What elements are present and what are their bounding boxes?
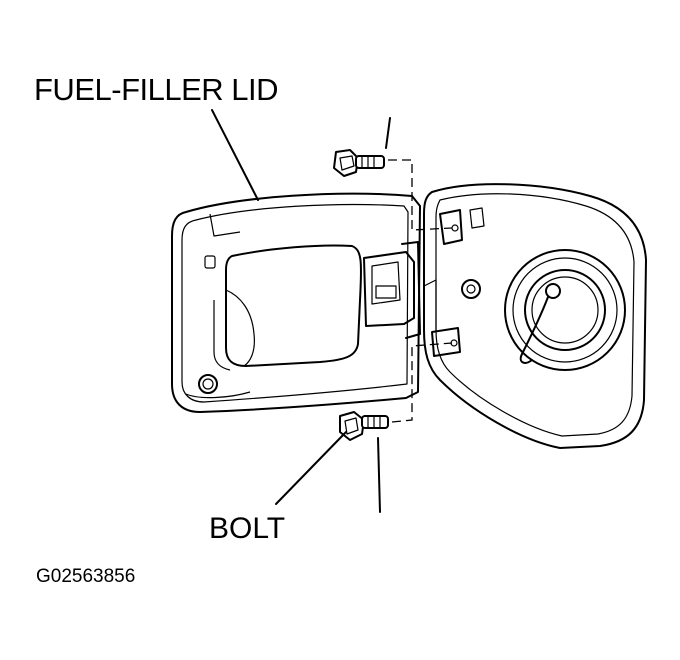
installation-guide-lines (388, 159, 453, 423)
lower-bolt (339, 411, 389, 441)
lower-break-line (377, 437, 381, 513)
upper-break-line (385, 117, 391, 149)
fuel-inlet-housing (423, 183, 647, 449)
upper-bolt (333, 149, 385, 177)
fuel-filler-lid-label: FUEL-FILLER LID (34, 72, 279, 107)
figure-id-label: G02563856 (36, 566, 136, 587)
lid-leader-line (211, 109, 259, 201)
bolt-leader-line (275, 431, 347, 505)
lid-panel (171, 192, 421, 413)
bolt-label: BOLT (209, 512, 286, 545)
